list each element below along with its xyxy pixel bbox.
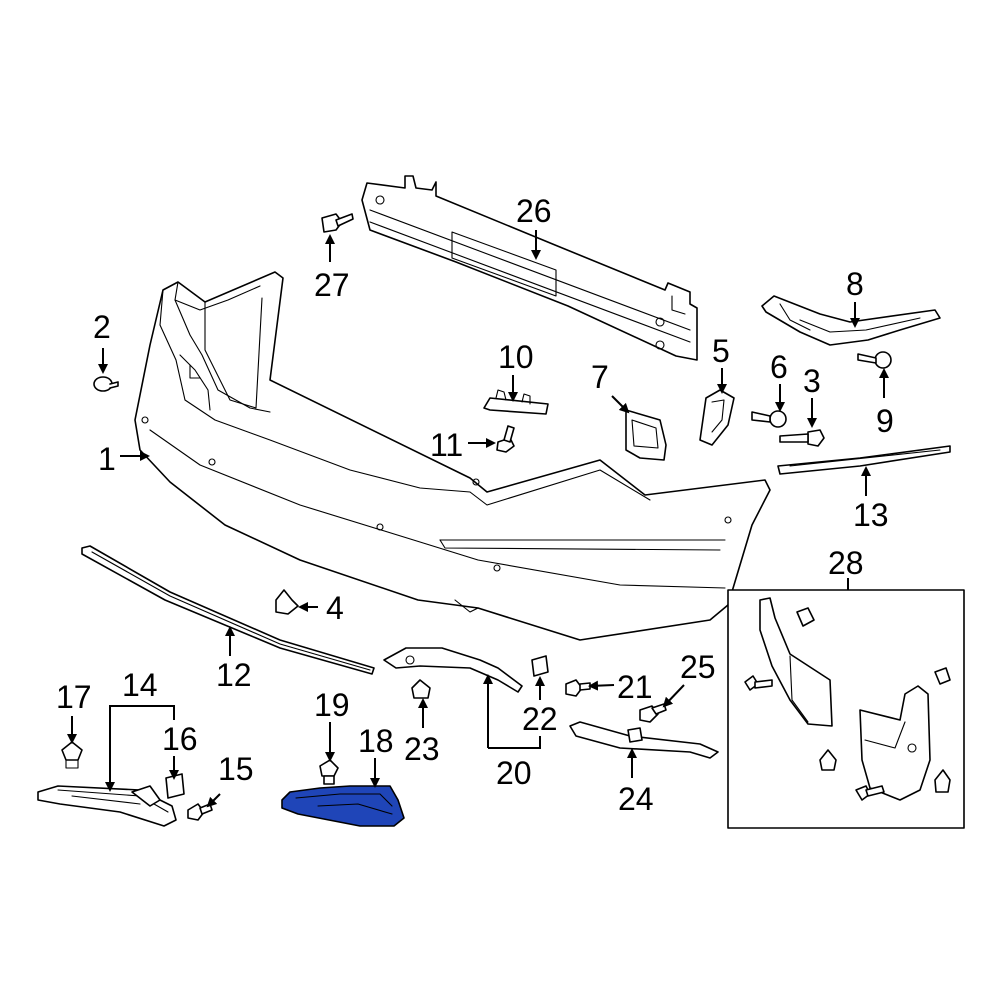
- part-22-clip: [531, 655, 549, 677]
- part-5-side-bracket: [699, 389, 735, 446]
- callout-24: 24: [618, 781, 654, 817]
- part-21-bolt: [565, 679, 591, 697]
- callout-17: 17: [56, 679, 92, 715]
- part-14-lower-garnish: [37, 785, 177, 827]
- part-23-clip: [411, 679, 431, 699]
- part-4-clip: [275, 589, 299, 615]
- callout-4: 4: [326, 590, 344, 626]
- callout-27: 27: [314, 267, 350, 303]
- callout-2: 2: [93, 309, 111, 345]
- callout-28: 28: [828, 545, 864, 581]
- callout-13: 13: [853, 497, 889, 533]
- part-8-bracket: [761, 295, 941, 346]
- callout-5: 5: [712, 333, 730, 369]
- part-10-bracket: [483, 389, 549, 415]
- callout-7: 7: [591, 359, 609, 395]
- part-12-lower-molding: [81, 545, 375, 675]
- part-13-side-molding: [777, 445, 951, 475]
- part-3-bolt: [779, 429, 825, 447]
- callout-9: 9: [876, 403, 894, 439]
- callout-20: 20: [496, 755, 532, 791]
- part-9-screw: [857, 351, 892, 369]
- callout-19: 19: [314, 687, 350, 723]
- part-2-clip: [93, 376, 119, 392]
- part-27-bolt: [321, 213, 354, 233]
- callout-11: 11: [430, 427, 463, 463]
- callout-14: 14: [122, 667, 158, 703]
- part-19-bolt: [319, 759, 339, 785]
- callout-3: 3: [803, 363, 821, 399]
- leader-lines: [67, 230, 889, 808]
- part-18-diffuser-highlighted: [281, 785, 405, 827]
- callout-10: 10: [498, 339, 534, 375]
- callout-8: 8: [846, 266, 864, 302]
- part-17-clip: [61, 741, 83, 769]
- part-15-bolt: [187, 803, 213, 821]
- callout-21: 21: [617, 669, 653, 705]
- callout-23: 23: [404, 731, 440, 767]
- part-28-mud-flap-set: [727, 589, 965, 829]
- callout-22: 22: [522, 701, 558, 737]
- part-6-screw: [751, 410, 787, 428]
- callout-16: 16: [162, 721, 198, 757]
- callout-26: 26: [516, 193, 552, 229]
- part-26-reinforcement-beam: [361, 175, 698, 361]
- callout-6: 6: [770, 349, 788, 385]
- callout-18: 18: [358, 723, 394, 759]
- callouts: 1 2 3 4 5 6 7 8 9 10 11 12 13 14 15 16 1…: [56, 193, 894, 817]
- part-20-lower-bracket: [383, 647, 523, 693]
- callout-12: 12: [216, 657, 252, 693]
- part-7-side-bracket: [625, 409, 667, 461]
- part-11-bolt: [496, 425, 515, 453]
- part-25-bolt: [639, 703, 667, 723]
- callout-15: 15: [218, 751, 254, 787]
- part-1-bumper-cover: [134, 271, 771, 641]
- callout-1: 1: [98, 441, 116, 477]
- callout-25: 25: [680, 649, 716, 685]
- part-24-side-lower-molding: [569, 721, 719, 759]
